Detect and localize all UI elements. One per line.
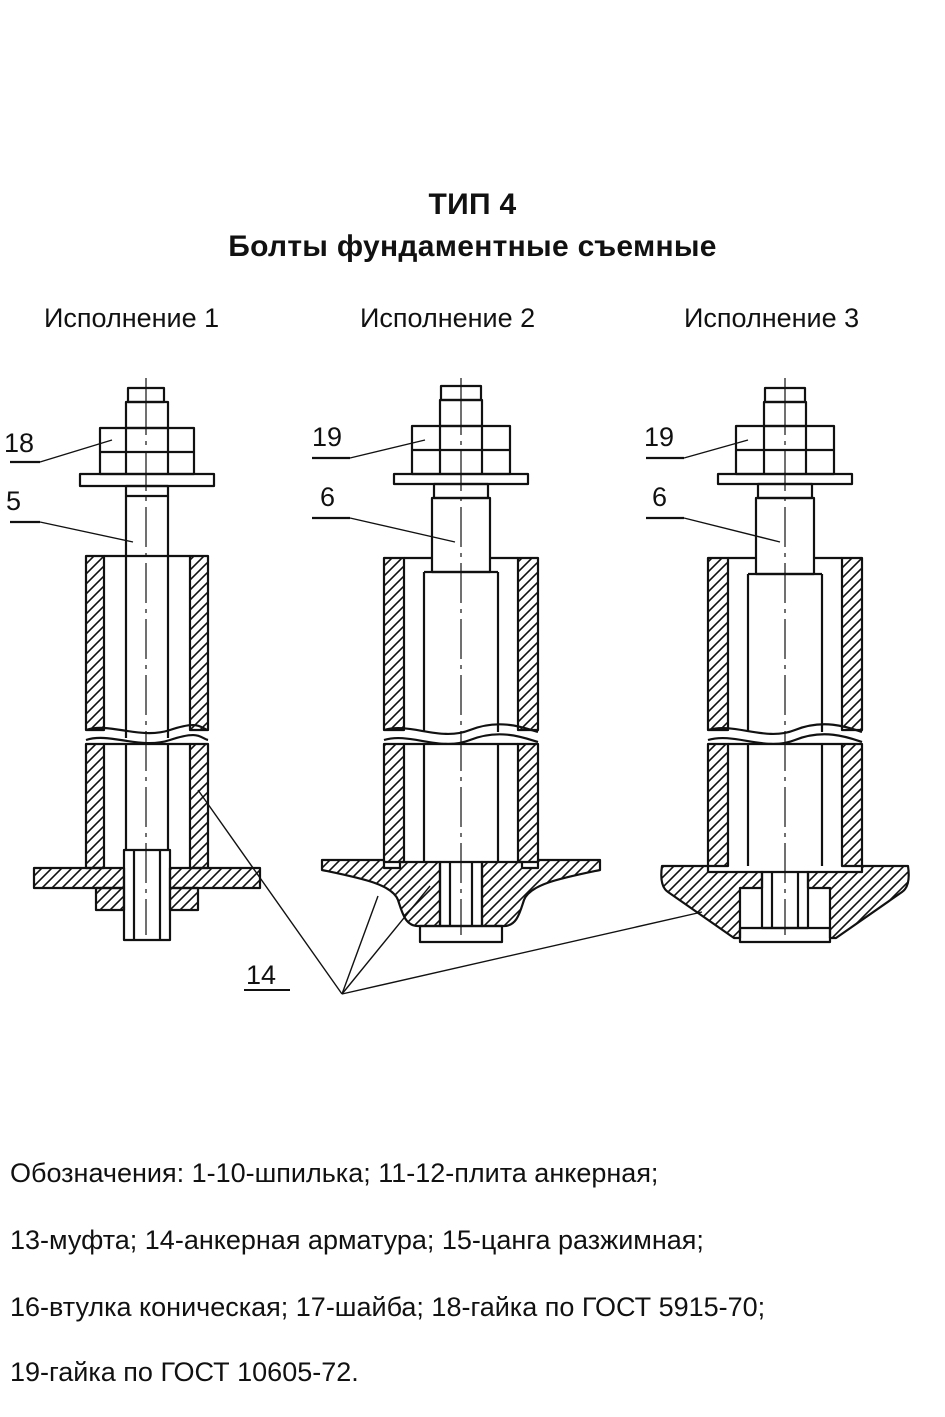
callout-6-variant-2: 6 <box>320 482 335 512</box>
callout-6-variant-3: 6 <box>652 482 667 512</box>
variant-3-label: Исполнение 3 <box>684 303 860 333</box>
anchor-callout-lines <box>197 789 703 995</box>
legend-line-4: 19-гайка по ГОСТ 10605-72. <box>10 1357 359 1387</box>
variant-1-label: Исполнение 1 <box>44 303 220 333</box>
legend-line-1: Обозначения: 1-10-шпилька; 11-12-плита а… <box>10 1158 659 1188</box>
variant-3-drawing <box>646 378 910 944</box>
variant-2-label: Исполнение 2 <box>360 303 536 333</box>
callout-5: 5 <box>6 486 21 516</box>
bolt-drawing: 18 5 19 6 19 6 14 <box>4 378 910 995</box>
legend-line-2: 13-муфта; 14-анкерная арматура; 15-цанга… <box>10 1225 704 1255</box>
callout-19-variant-2: 19 <box>312 422 342 452</box>
legend-line-3: 16-втулка коническая; 17-шайба; 18-гайка… <box>10 1292 766 1322</box>
callout-14: 14 <box>246 960 276 990</box>
type-title: ТИП 4 <box>428 188 517 221</box>
callout-18: 18 <box>4 428 34 458</box>
variant-1-drawing <box>10 378 262 942</box>
diagram-subtitle: Болты фундаментные съемные <box>228 230 717 263</box>
callout-19-variant-3: 19 <box>644 422 674 452</box>
variant-2-drawing <box>312 378 602 944</box>
